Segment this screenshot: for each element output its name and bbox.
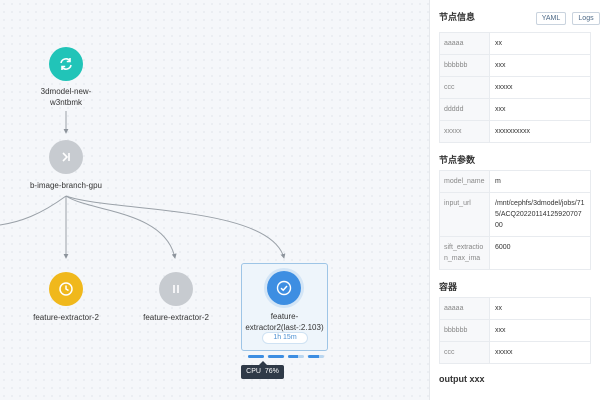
- kv-value: m: [490, 171, 591, 192]
- output-title: output xxx: [439, 374, 485, 384]
- kv-value: xxxxx: [490, 77, 591, 98]
- dag-node-3-label: feature-extractor-2: [33, 313, 99, 322]
- kv-key: ccc: [440, 77, 490, 98]
- kv-value: xxx: [490, 99, 591, 120]
- dag-node-5[interactable]: [267, 271, 301, 305]
- kv-value: xxx: [490, 55, 591, 76]
- kv-key: input_url: [440, 193, 490, 236]
- duration-badge: 1h 15m: [262, 332, 308, 344]
- cpu-label: CPU: [246, 368, 261, 375]
- kv-key: model_name: [440, 171, 490, 192]
- dag-node-5-label: feature-extractor2(last-:2.103): [245, 312, 324, 332]
- edge-n2-n4: [65, 195, 177, 259]
- sync-icon: [60, 58, 72, 70]
- dag-node-4-label: feature-extractor-2: [143, 313, 209, 322]
- pause-icon: [173, 285, 179, 293]
- kv-key: ddddd: [440, 99, 490, 120]
- edge-n2-n5: [65, 195, 286, 259]
- dag-node-1[interactable]: [49, 47, 83, 81]
- kv-key: aaaaa: [440, 298, 490, 319]
- dag-edges: [0, 111, 286, 259]
- dag-node-2-label: b-image-branch-gpu: [29, 181, 103, 190]
- kv-value: xxxxx: [490, 342, 591, 363]
- node-info-title: 节点信息: [439, 12, 476, 22]
- kv-key: ccc: [440, 342, 490, 363]
- kv-value: xx: [490, 33, 591, 54]
- dag-node-4[interactable]: [159, 272, 193, 306]
- cpu-value: 76%: [264, 368, 279, 375]
- check-icon: [276, 280, 292, 296]
- kv-value: xxxxxxxxxx: [490, 121, 591, 142]
- yaml-button[interactable]: YAML: [536, 12, 566, 25]
- progress-dash: [248, 355, 264, 358]
- kv-value: xxx: [490, 320, 591, 341]
- container-title: 容器: [439, 282, 458, 292]
- dag-node-3[interactable]: [49, 272, 83, 306]
- progress-dash: [308, 355, 324, 358]
- skip-icon: [62, 152, 70, 162]
- progress-dashes: [248, 355, 324, 359]
- kv-key: bbbbbb: [440, 55, 490, 76]
- kv-row: input_url/mnt/cephfs/3dmodel/jobs/715/AC…: [440, 193, 591, 237]
- node-info-header: 节点信息 YAML Logs: [439, 10, 600, 28]
- dag-node-1-label: 3dmodel-new-w3ntbmk: [40, 87, 92, 107]
- cpu-tooltip: CPU 76%: [241, 361, 284, 379]
- kv-value: /mnt/cephfs/3dmodel/jobs/715/ACQ20220114…: [490, 193, 591, 236]
- dag-node-2[interactable]: [49, 140, 83, 174]
- node-params-title: 节点参数: [439, 155, 476, 165]
- output-section: output xxx: [439, 374, 600, 384]
- kv-key: sift_extraction_max_ima: [440, 237, 490, 269]
- kv-value: 6000: [490, 237, 591, 269]
- kv-key: xxxxx: [440, 121, 490, 142]
- logs-button[interactable]: Logs: [572, 12, 600, 25]
- kv-key: bbbbbb: [440, 320, 490, 341]
- dag-canvas[interactable]: 3dmodel-new-w3ntbmk b-image-branch-gpu f…: [0, 0, 429, 400]
- clock-icon: [59, 282, 73, 296]
- kv-value: xx: [490, 298, 591, 319]
- kv-key: aaaaa: [440, 33, 490, 54]
- edge-n2-left: [0, 195, 67, 226]
- progress-dash: [288, 355, 304, 358]
- progress-dash: [268, 355, 284, 358]
